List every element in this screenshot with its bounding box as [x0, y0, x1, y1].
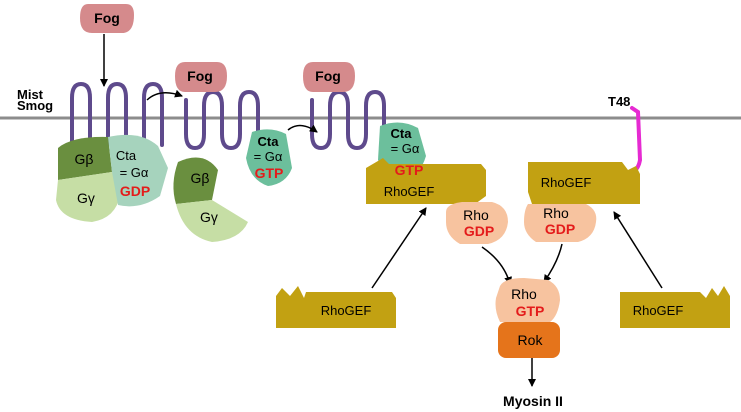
gtp-label: GTP — [395, 162, 424, 178]
cta-inactive — [108, 134, 168, 207]
fog-label: Fog — [94, 10, 120, 26]
rho-gdp-right — [524, 204, 597, 242]
receptor-3 — [310, 89, 388, 151]
g-beta-subunit — [58, 136, 112, 180]
arrow-recruit-left — [371, 207, 427, 289]
rho-gtp — [495, 278, 560, 322]
rhogef-right-label: RhoGEF — [541, 175, 592, 190]
rhogef-cyto-right-label: RhoGEF — [633, 303, 684, 318]
fog-label: Fog — [187, 68, 213, 84]
smog-label: Smog — [17, 98, 53, 113]
rhogef-left-label: RhoGEF — [384, 184, 435, 199]
mist-label: Mist — [17, 87, 44, 102]
g-beta-label: Gβ — [75, 151, 94, 167]
arrow-recruit-right — [613, 211, 663, 289]
receptor-mist-smog — [70, 81, 164, 153]
cta-label: Cta — [116, 148, 137, 163]
gdp-label: GDP — [120, 183, 150, 199]
rhogef-recruited-left — [366, 158, 486, 204]
rhogef-recruited-right — [528, 162, 640, 204]
arrow-activation-2 — [287, 124, 318, 133]
gdp-label: GDP — [545, 221, 575, 237]
gtp-label: GTP — [516, 303, 545, 319]
g-beta-free — [173, 157, 218, 204]
g-gamma-free — [176, 200, 248, 242]
arrow-rho-activation-right — [543, 243, 563, 283]
fog-label: Fog — [315, 68, 341, 84]
g-alpha-label: = Gα — [120, 165, 149, 180]
rhogef-cyto-left-label: RhoGEF — [321, 303, 372, 318]
t48-label: T48 — [608, 94, 630, 109]
fog-ligand-bound-1 — [175, 62, 227, 92]
gdp-label: GDP — [464, 223, 494, 239]
g-gamma-subunit — [56, 172, 120, 222]
rho-label: Rho — [511, 286, 537, 302]
rho-gdp-left — [446, 202, 508, 244]
arrow-rho-activation-left — [481, 246, 513, 285]
rhogef-cytoplasmic-left — [276, 286, 396, 328]
g-alpha-label: = Gα — [254, 149, 283, 164]
fog-ligand-bound-2 — [303, 62, 355, 92]
cta-label: Cta — [258, 134, 280, 149]
rho-label: Rho — [543, 205, 569, 221]
rho-label: Rho — [463, 207, 489, 223]
myosin-label: Myosin II — [503, 393, 563, 409]
g-gamma-label: Gγ — [77, 190, 95, 206]
rok-kinase — [498, 322, 560, 358]
g-alpha-label: = Gα — [391, 141, 420, 156]
g-gamma-label: Gγ — [200, 209, 218, 225]
fog-ligand-free — [80, 4, 134, 33]
g-beta-label: Gβ — [191, 170, 210, 186]
receptor-2 — [184, 89, 264, 151]
cta-label: Cta — [391, 126, 413, 141]
rok-label: Rok — [518, 332, 544, 348]
gtp-label: GTP — [255, 165, 284, 181]
arrow-activation-1 — [146, 89, 183, 101]
rhogef-cytoplasmic-right — [620, 286, 730, 328]
cta-active-1 — [246, 129, 292, 186]
